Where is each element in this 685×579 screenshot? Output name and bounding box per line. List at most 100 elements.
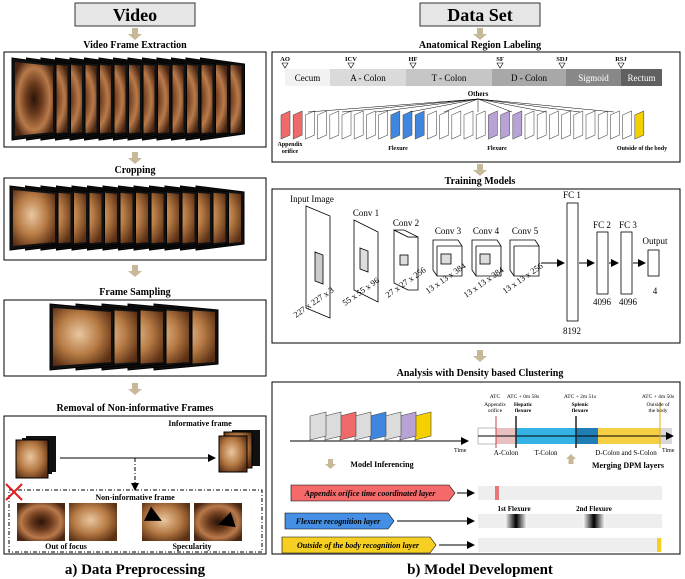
cnn-output-dim: 4 xyxy=(653,286,658,296)
inference-card xyxy=(324,411,342,441)
down-arrow-icon xyxy=(128,28,142,40)
others-connector xyxy=(341,98,479,113)
input-frames-stack xyxy=(15,436,56,479)
inference-card xyxy=(399,411,417,441)
labeled-frame-card xyxy=(549,110,559,140)
cnn-conv3-label: Conv 3 xyxy=(435,226,462,236)
track-outside-mark xyxy=(657,538,661,552)
tl-atc: ATC xyxy=(490,394,501,400)
video-header: Video xyxy=(113,5,157,25)
tl-appendix-2: orifice xyxy=(488,407,503,414)
track-appendix-mark xyxy=(495,486,499,500)
labeled-frame-card xyxy=(353,110,364,140)
landmark-triangle-icon xyxy=(558,62,566,69)
others-connector xyxy=(477,98,547,113)
region-segment xyxy=(621,69,662,86)
labeled-frame-card xyxy=(366,110,376,140)
labeled-frames-strip xyxy=(280,98,645,140)
step-removal: Removal of Non-informative Frames xyxy=(57,403,214,414)
cnn-conv4-label: Conv 4 xyxy=(473,226,500,236)
landmark-label: RSJ xyxy=(615,56,627,63)
landmark-label: AO xyxy=(280,56,290,63)
step-frame-sampling: Frame Sampling xyxy=(99,287,170,298)
inference-card xyxy=(309,411,327,441)
landmark-triangle-icon xyxy=(617,62,625,69)
region-label: Cecum xyxy=(295,73,321,83)
cnn-fc1-label: FC 1 xyxy=(563,190,581,200)
region-segment xyxy=(566,69,621,86)
noninformative-frame-label: Non-informative frame xyxy=(95,493,175,502)
track-appendix xyxy=(478,486,662,500)
labeled-frame-card xyxy=(305,110,315,140)
cnn-fc2-label: FC 2 xyxy=(593,220,611,230)
tl-a-colon: A-Colon xyxy=(494,449,519,457)
cnn-architecture xyxy=(305,202,660,322)
labeled-frame-card xyxy=(622,110,632,140)
down-arrow-icon xyxy=(128,265,142,277)
tl-splenic-2: flexure xyxy=(572,408,589,414)
others-connector xyxy=(477,98,615,113)
region-segment xyxy=(330,69,406,86)
flexure-label-1: Flexure xyxy=(388,146,408,152)
labeled-frame-card xyxy=(414,110,425,140)
labeled-frame-card xyxy=(536,110,547,140)
tl-t-colon: T-Colon xyxy=(534,449,558,457)
labeled-frame-card xyxy=(512,110,523,140)
layer-appendix-label: Appendix orifice time coordinated layer xyxy=(304,489,437,498)
merging-label: Merging DPM layers xyxy=(592,461,664,470)
labeled-frame-card xyxy=(341,110,352,140)
landmark-label: HF xyxy=(408,56,417,63)
others-connector xyxy=(307,98,479,113)
layer-outside xyxy=(281,536,437,554)
cnn-output-label: Output xyxy=(642,236,668,246)
out-of-focus-label: Out of focus xyxy=(45,542,87,551)
specularity-image-2 xyxy=(194,503,242,541)
track-flexure-mark-1 xyxy=(505,514,527,528)
first-flexure-label: 1st Flexure xyxy=(497,505,530,513)
region-segment xyxy=(285,69,330,86)
labeled-frame-card xyxy=(500,110,510,140)
region-label: D - Colon xyxy=(511,73,548,83)
cnn-fc2-dim: 4096 xyxy=(593,297,612,307)
others-label: Others xyxy=(468,90,489,98)
arrow-icon xyxy=(218,511,236,528)
tl-atc-hf: ATC + 0m 58s xyxy=(507,394,539,400)
labeled-frame-card xyxy=(317,110,327,140)
frame-image xyxy=(53,308,111,366)
region-segment xyxy=(492,69,566,86)
caption-right: b) Model Development xyxy=(407,562,553,578)
specularity-image-1 xyxy=(142,503,190,541)
tl-ds-colon: D-Colon and S-Colon xyxy=(595,449,657,457)
video-header-box xyxy=(74,2,196,27)
out-of-focus-image-1 xyxy=(17,503,65,541)
track-flexure-mark-2 xyxy=(583,514,605,528)
down-arrow-icon xyxy=(128,152,142,164)
informative-frames xyxy=(218,430,260,473)
tl-splenic-1: Splenic xyxy=(571,402,589,408)
cnn-fc1-dim: 8192 xyxy=(563,326,581,336)
others-connector xyxy=(375,98,479,113)
tl-hepatic-1: Hepatic xyxy=(514,402,533,408)
down-arrow-icon xyxy=(325,459,336,469)
section-anatomical-labeling: Anatomical Region Labeling xyxy=(419,40,541,51)
track-outside xyxy=(478,538,662,552)
cropped-frames-stack xyxy=(9,185,245,251)
dataset-header-box xyxy=(419,2,541,27)
labeled-frame-card xyxy=(402,110,413,140)
flexure-label-2: Flexure xyxy=(487,146,507,152)
region-segment xyxy=(406,69,492,86)
step-video-frame-extraction: Video Frame Extraction xyxy=(83,40,187,51)
tl-appendix-1: Appendix xyxy=(484,402,506,408)
cnn-conv5-label: Conv 5 xyxy=(512,226,539,236)
noninformative-box xyxy=(8,489,263,553)
cnn-conv1-label: Conv 1 xyxy=(353,208,379,218)
model-inferencing-label: Model Inferencing xyxy=(350,460,413,469)
appendix-label-line1: Appendix xyxy=(277,142,302,148)
others-connector xyxy=(477,98,581,113)
second-flexure-label: 2nd Flexure xyxy=(576,505,612,513)
landmark-triangle-icon xyxy=(347,62,355,69)
outside-body-label: Outside of the body xyxy=(617,146,667,152)
down-arrow-icon xyxy=(473,164,487,176)
tl-hepatic-2: flexure xyxy=(515,408,532,414)
